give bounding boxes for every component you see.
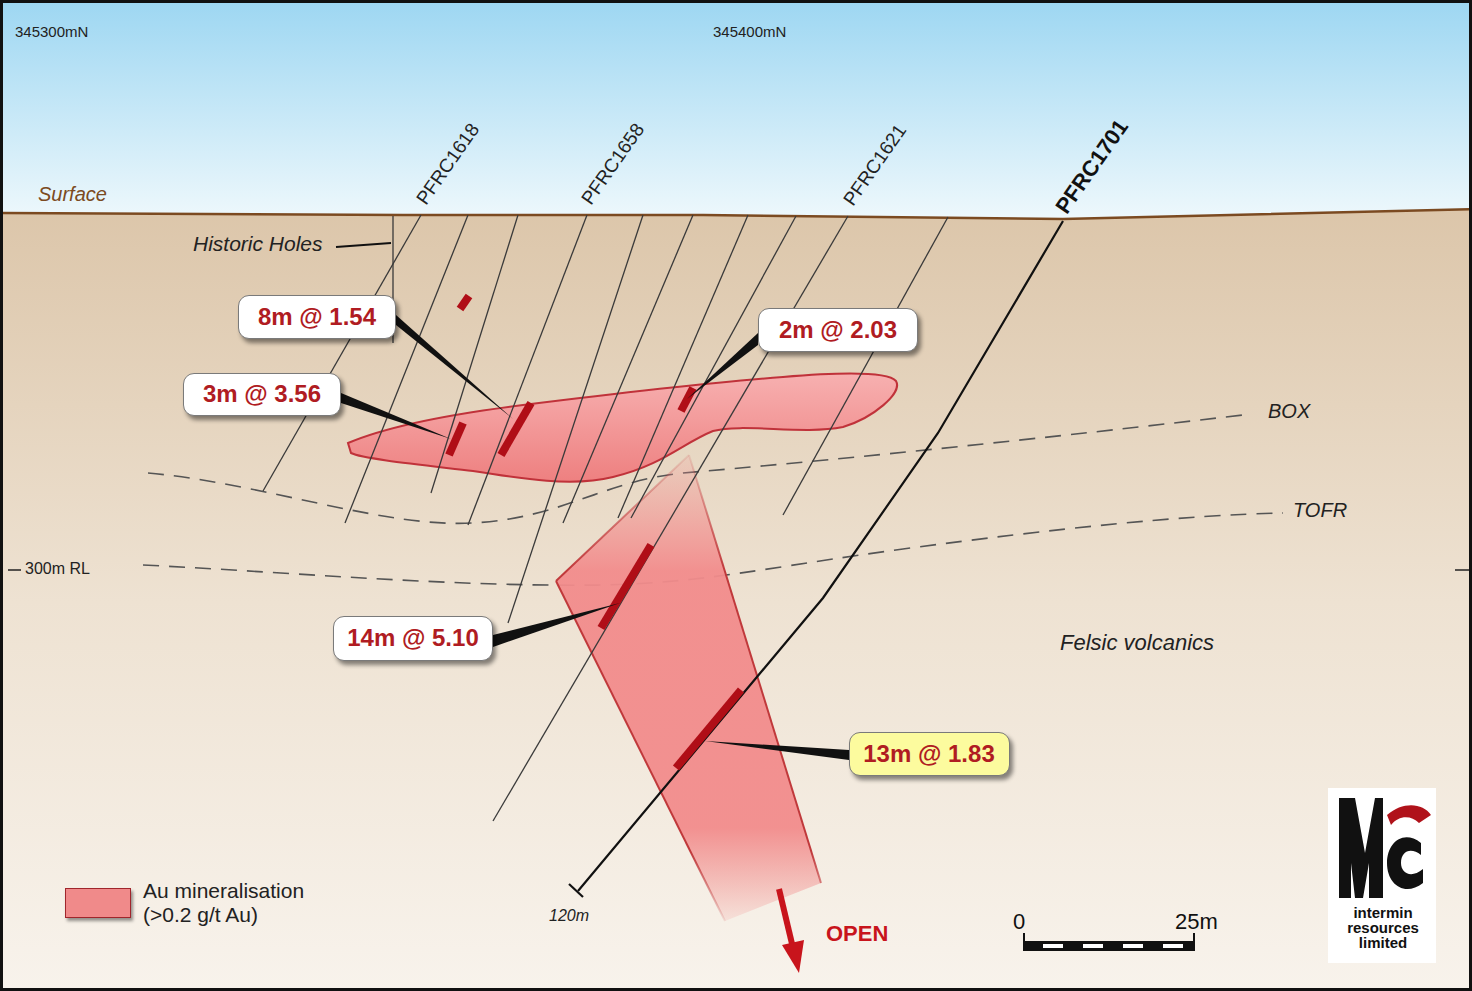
open-label: OPEN [826, 921, 888, 946]
rl-label: 300m RL [25, 560, 90, 578]
intercept-value: 3m @ 3.56 [203, 381, 321, 407]
hole-label: PFRC1621 [839, 120, 911, 210]
drill-hole-pfrc1701 [578, 221, 1063, 891]
contact-label: BOX [1268, 400, 1310, 423]
intercept-callout: 8m @ 1.54 [238, 295, 396, 339]
intercept-value: 8m @ 1.54 [258, 304, 376, 330]
intercept-callout: 14m @ 5.10 [333, 616, 493, 661]
intercept-callout: 2m @ 2.03 [758, 308, 918, 352]
legend-swatch [65, 888, 131, 918]
grid-label: 345300mN [15, 23, 88, 40]
contact-label: TOFR [1293, 499, 1347, 522]
grid-label: 345400mN [713, 23, 786, 40]
intercept-value: 2m @ 2.03 [779, 317, 897, 343]
hole-label: PFRC1701 [1050, 114, 1133, 218]
leader-lines [341, 315, 849, 760]
sky [3, 3, 1472, 219]
hole-end-tick [569, 884, 583, 897]
ground [3, 209, 1472, 991]
historic-leader [336, 243, 391, 247]
mineral-zone-edge [556, 455, 821, 921]
scale-label: 25m [1175, 909, 1218, 934]
mineral-lens [348, 374, 897, 482]
logo-text: intermin resources limited [1336, 905, 1430, 950]
intercept-callout: 13m @ 1.83 [849, 732, 1010, 776]
intercepts [449, 296, 741, 768]
legend-text: Au mineralisation (>0.2 g/t Au) [143, 879, 323, 927]
intercept-callout: 3m @ 3.56 [183, 373, 341, 416]
mineral-zone [556, 455, 821, 921]
depth-label: 120m [549, 907, 589, 925]
hole-label: PFRC1658 [577, 119, 649, 209]
logo [1328, 788, 1436, 963]
scale-label: 0 [1013, 909, 1025, 934]
cross-section [3, 3, 1472, 991]
surface-line [3, 209, 1472, 219]
intercept-value: 14m @ 5.10 [347, 625, 478, 651]
scale-bar [1023, 933, 1195, 951]
intercept-value: 13m @ 1.83 [863, 741, 994, 767]
hole-label: PFRC1618 [412, 119, 484, 209]
historic-label: Historic Holes [193, 232, 323, 256]
lithology-label: Felsic volcanics [1060, 630, 1214, 655]
text-layer: 345300mN 345400mN SurfaceHistoric Holes PFR… [3, 3, 1472, 991]
open-arrow [779, 889, 804, 973]
surface-label: Surface [38, 183, 107, 206]
